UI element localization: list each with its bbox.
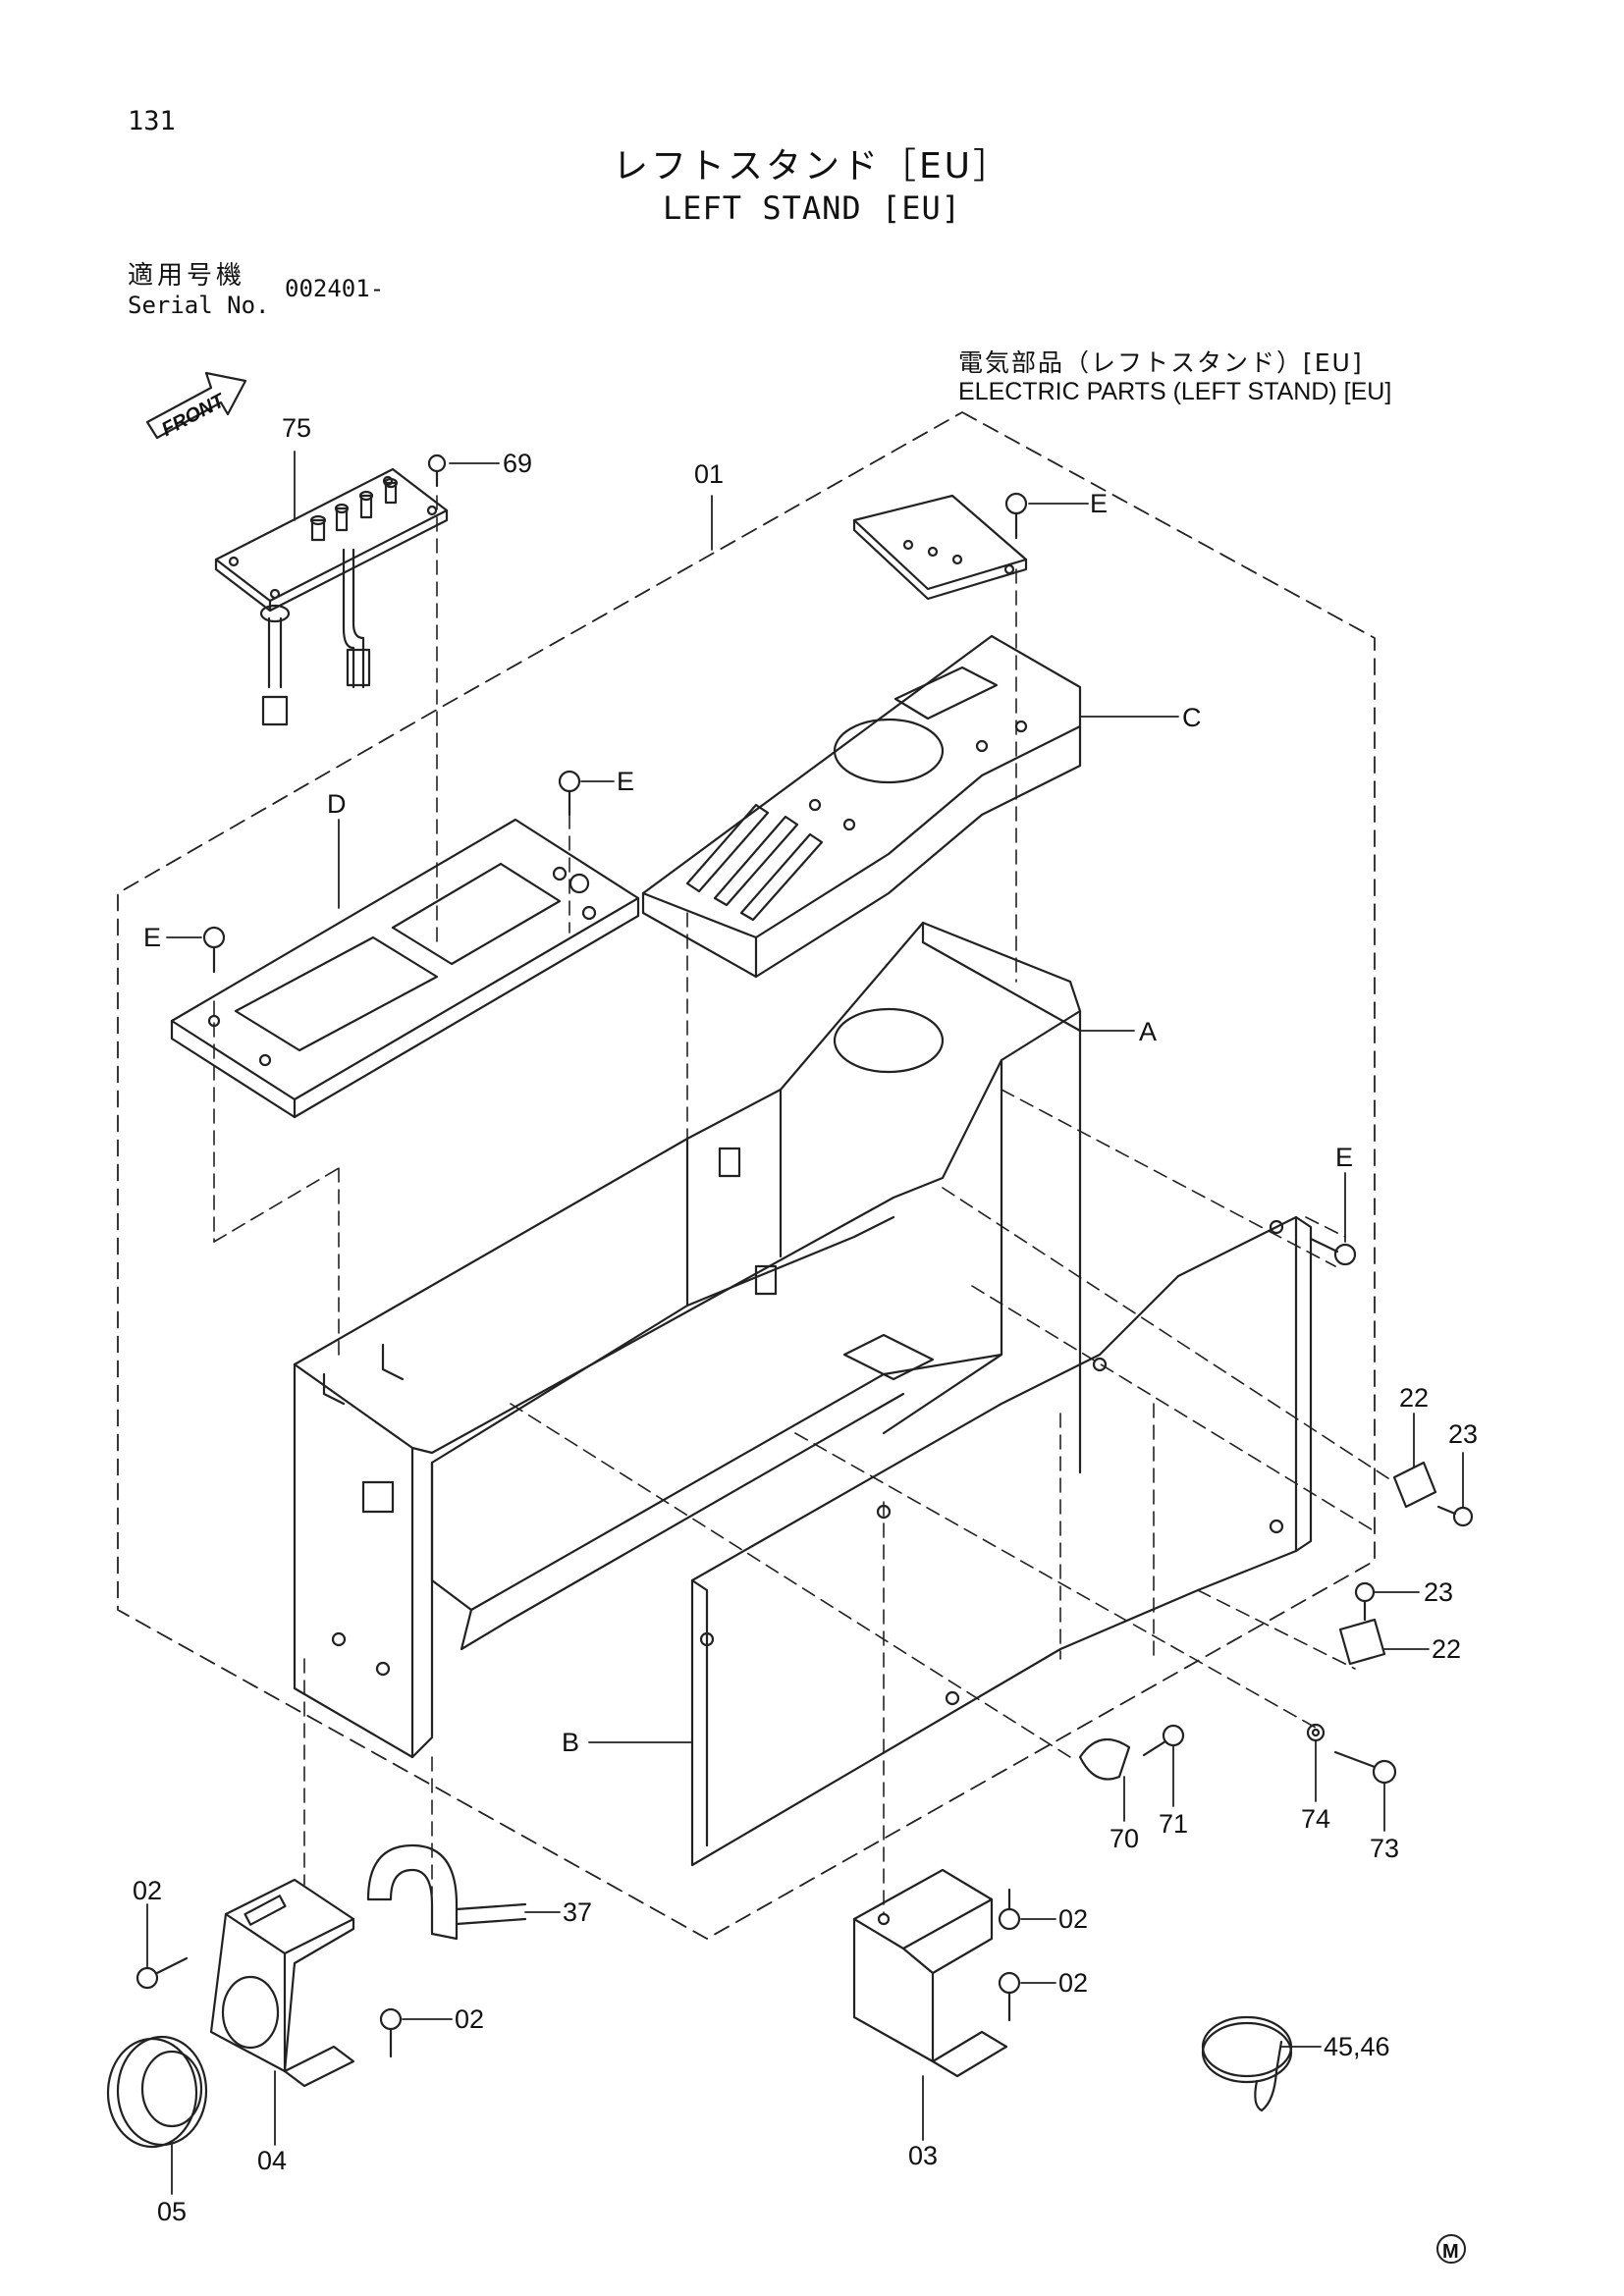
bolt-e-mid-icon: [558, 770, 581, 817]
electric-mount-plate: [852, 494, 1028, 601]
callout-71: 71: [1159, 1809, 1188, 1839]
callout-70: 70: [1110, 1824, 1139, 1853]
seal-ring-05: [106, 2035, 208, 2149]
m-mark-text: M: [1442, 2241, 1459, 2263]
page-number: 131: [128, 106, 176, 136]
bolt-02-mid-icon: [379, 2007, 403, 2058]
control-panel-plate: [214, 467, 449, 726]
callout-05: 05: [157, 2197, 187, 2226]
bolt-02-right-lower-icon: [998, 1971, 1021, 2022]
bolt-e-left-icon: [202, 926, 226, 974]
callout-23-lower: 23: [1424, 1577, 1453, 1607]
screw-23-lower-icon: [1354, 1581, 1376, 1622]
callout-22-upper: 22: [1399, 1383, 1429, 1413]
bracket-03: [852, 1868, 1008, 2078]
serial-label-japanese: 適用号機: [128, 261, 246, 291]
side-panel-b: [690, 1215, 1313, 1867]
grommet-37: [366, 1843, 527, 1941]
assembly-boundary-dashed: [117, 411, 1376, 1940]
hose-band-4546: [1201, 2015, 1293, 2112]
bolt-02-left-icon: [135, 1956, 189, 1990]
serial-label-english: Serial No.: [128, 292, 270, 319]
callout-23-upper: 23: [1448, 1419, 1478, 1449]
callout-01: 01: [694, 459, 724, 489]
page-title-english: LEFT STAND [EU]: [663, 189, 961, 227]
callout-labels: 75 69 01 E C E D E A E 22 23 23 22 B 74 …: [133, 413, 1478, 2226]
washer-74-icon: [1306, 1723, 1326, 1742]
front-arrow-icon: FRONT: [145, 371, 247, 441]
callout-45-46: 45,46: [1324, 2032, 1390, 2061]
callout-c: C: [1182, 703, 1202, 732]
callout-03: 03: [908, 2141, 938, 2170]
callout-22-lower: 22: [1432, 1634, 1461, 1664]
callout-e-right: E: [1335, 1143, 1353, 1172]
bracket-04: [209, 1878, 355, 2088]
screw-23-upper-icon: [1436, 1505, 1474, 1527]
callout-69: 69: [503, 449, 532, 478]
assembly-lines-dashed: [213, 495, 1395, 1915]
bolt-73-icon: [1333, 1750, 1397, 1785]
callout-02-mid: 02: [455, 2004, 484, 2034]
bolt-e-top-icon: [1004, 492, 1028, 540]
upper-cover-plate-c: [641, 634, 1082, 979]
top-cover-plate-d: [170, 818, 640, 1119]
bolt-69-icon: [427, 454, 447, 488]
callout-37: 37: [563, 1897, 592, 1927]
clip-22-lower-icon: [1338, 1618, 1386, 1666]
callout-02-right-lower: 02: [1058, 1968, 1088, 1998]
callout-74: 74: [1301, 1804, 1330, 1834]
bolt-71-icon: [1142, 1724, 1185, 1757]
electric-parts-label-japanese: 電気部品（レフトスタンド）[EU]: [958, 348, 1364, 377]
callout-e-mid: E: [617, 767, 634, 796]
leader-lines: [146, 451, 1464, 2195]
main-stand-body-a: [293, 921, 1082, 1759]
callout-a: A: [1139, 1017, 1157, 1046]
electric-parts-label-english: ELECTRIC PARTS (LEFT STAND) [EU]: [958, 378, 1392, 405]
callout-75: 75: [282, 413, 311, 443]
callout-73: 73: [1370, 1834, 1399, 1863]
bolt-e-right-icon: [1309, 1237, 1357, 1266]
callout-02-right-upper: 02: [1058, 1904, 1088, 1934]
serial-number-value: 002401-: [285, 275, 385, 302]
callout-b: B: [562, 1728, 579, 1757]
m-mark-icon: M: [1436, 2234, 1466, 2264]
callout-d: D: [327, 789, 347, 819]
clamp-70-icon: [1078, 1737, 1131, 1781]
page-title-japanese: レフトスタンド［EU］: [612, 146, 1012, 187]
callout-02-left: 02: [133, 1876, 162, 1905]
callout-e-left: E: [143, 923, 161, 952]
bolt-02-right-upper-icon: [998, 1888, 1021, 1931]
callout-04: 04: [257, 2146, 287, 2175]
callout-e-top: E: [1090, 489, 1108, 518]
clip-22-upper-icon: [1392, 1461, 1437, 1509]
